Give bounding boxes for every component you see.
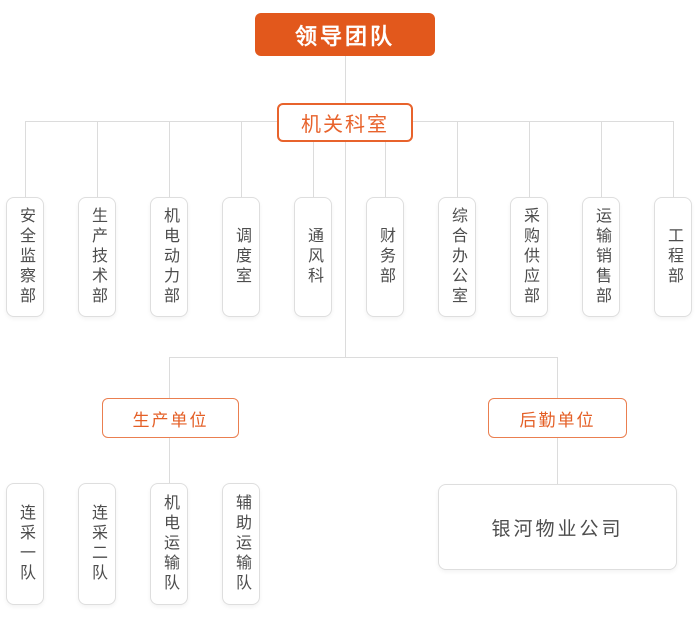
org-node-department-ventilation: 通风科 <box>294 197 332 317</box>
org-node-office-departments: 机关科室 <box>277 103 413 142</box>
connector-drop-dept-8 <box>529 121 530 197</box>
org-node-department-transport-sales: 运输销售部 <box>582 197 620 317</box>
connector-drop-logistics-unit <box>557 357 558 398</box>
org-node-team-continuous-mining-2: 连采二队 <box>78 483 116 605</box>
org-node-property-company: 银河物业公司 <box>438 484 677 570</box>
connector-root-office <box>345 56 346 103</box>
connector-drop-dept-7 <box>457 121 458 197</box>
connector-drop-dept-9 <box>601 121 602 197</box>
connector-drop-dept-5 <box>313 121 314 197</box>
connector-drop-dept-1 <box>25 121 26 197</box>
connector-logistics-company <box>557 438 558 484</box>
org-node-team-electromechanical-transport: 机电运输队 <box>150 483 188 605</box>
org-node-department-general-office: 综合办公室 <box>438 197 476 317</box>
connector-drop-dept-6 <box>385 121 386 197</box>
connector-drop-dept-10 <box>673 121 674 197</box>
connector-drop-dept-3 <box>169 121 170 197</box>
connector-office-trunk <box>345 142 346 357</box>
connector-drop-production-unit <box>169 357 170 398</box>
org-node-production-unit: 生产单位 <box>102 398 239 438</box>
org-node-leadership-team: 领导团队 <box>255 13 435 56</box>
org-node-department-procurement-supply: 采购供应部 <box>510 197 548 317</box>
connector-drop-dept-4 <box>241 121 242 197</box>
org-node-team-auxiliary-transport: 辅助运输队 <box>222 483 260 605</box>
org-node-department-electromechanical-power: 机电动力部 <box>150 197 188 317</box>
connector-production-teams <box>169 438 170 483</box>
org-node-department-engineering: 工程部 <box>654 197 692 317</box>
org-node-logistics-unit: 后勤单位 <box>488 398 627 438</box>
org-node-department-dispatch-room: 调度室 <box>222 197 260 317</box>
org-node-department-safety-supervision: 安全监察部 <box>6 197 44 317</box>
org-node-team-continuous-mining-1: 连采一队 <box>6 483 44 605</box>
org-node-department-production-technology: 生产技术部 <box>78 197 116 317</box>
org-node-department-finance: 财务部 <box>366 197 404 317</box>
connector-drop-dept-2 <box>97 121 98 197</box>
connector-units-horizontal <box>169 357 558 358</box>
